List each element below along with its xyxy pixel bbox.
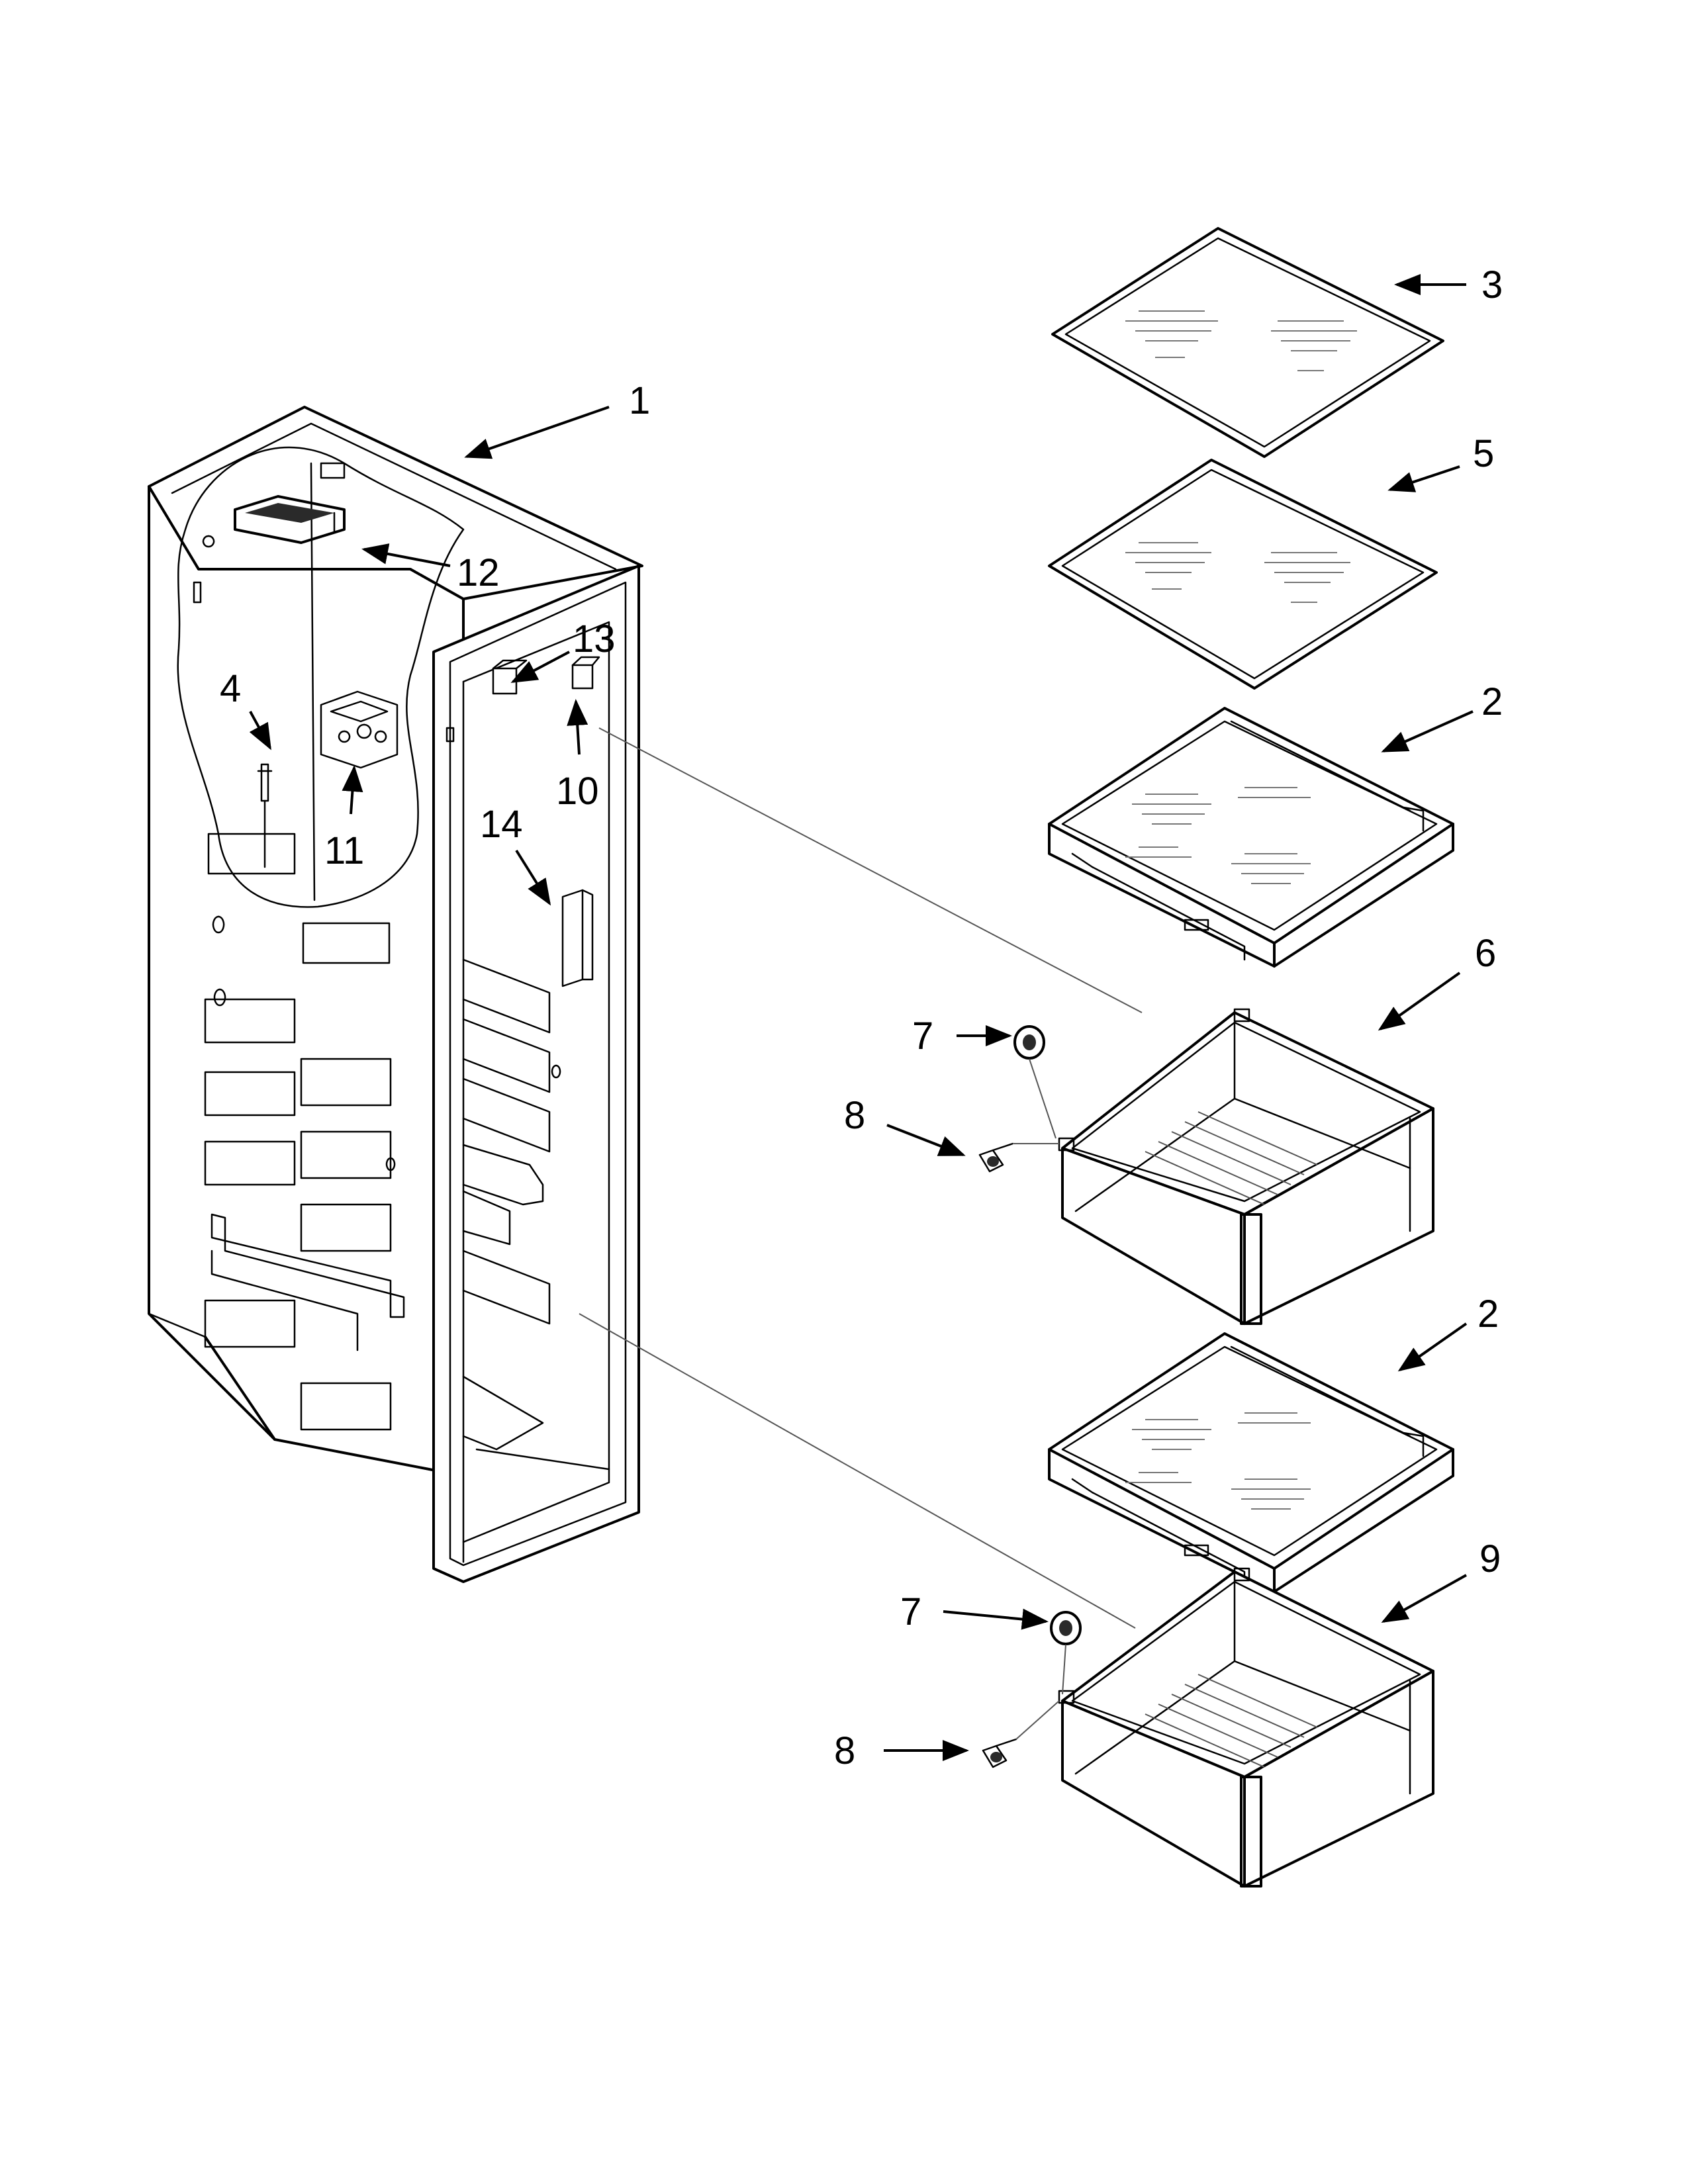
callout-3: 3 (1481, 263, 1503, 306)
light-housing (320, 690, 399, 769)
callout-labels: 1 2 2 3 4 5 6 7 7 8 8 9 10 11 12 13 14 (220, 263, 1503, 1772)
callout-7: 7 (900, 1590, 921, 1633)
glass-shelf-5 (1048, 459, 1438, 690)
drawer-pin-lower (982, 1738, 1017, 1768)
crisper-drawer-9 (1058, 1567, 1434, 1888)
crisper-cover-lower (1048, 1332, 1454, 1593)
callout-10: 10 (556, 770, 599, 813)
callout-8: 8 (834, 1729, 855, 1772)
callout-12: 12 (457, 551, 500, 594)
air-vent (561, 889, 594, 987)
callout-4: 4 (220, 667, 241, 710)
drawer-roller-upper (1013, 1025, 1045, 1060)
callout-5: 5 (1473, 432, 1494, 475)
callout-2: 2 (1477, 1293, 1499, 1336)
callout-8: 8 (844, 1094, 865, 1137)
callout-9: 9 (1479, 1537, 1501, 1580)
callout-1: 1 (629, 379, 650, 422)
control-housing (234, 495, 346, 544)
callout-2: 2 (1481, 680, 1503, 723)
leader-arrows (249, 274, 1474, 1761)
drawer-pin-upper (978, 1142, 1014, 1173)
projection-lines (579, 727, 1143, 1740)
callout-11: 11 (324, 829, 364, 872)
crisper-drawer-6 (1058, 1008, 1434, 1325)
callout-13: 13 (573, 617, 616, 660)
crisper-cover-upper (1048, 707, 1454, 968)
drawer-roller-lower (1050, 1611, 1082, 1645)
callout-14: 14 (480, 803, 523, 846)
refrigerator-liner (148, 406, 643, 1583)
callout-6: 6 (1475, 932, 1496, 975)
glass-shelf-3 (1051, 227, 1444, 458)
callout-7: 7 (912, 1015, 933, 1058)
thermistor (257, 763, 273, 868)
